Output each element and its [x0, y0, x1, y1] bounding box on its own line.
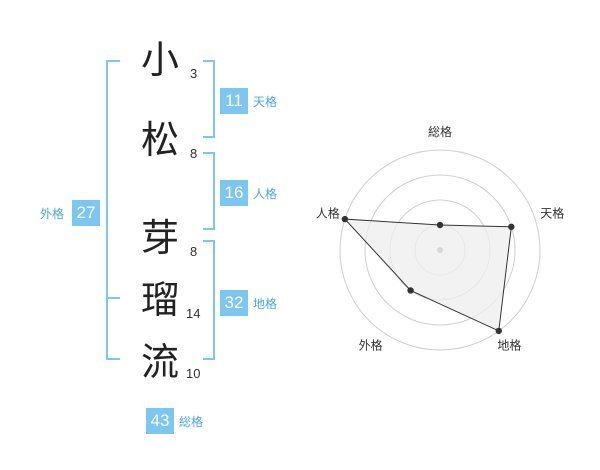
gaikaku-bracket-mid: [106, 297, 120, 299]
radar-label: 人格: [316, 206, 340, 221]
tenkaku-bracket-top: [203, 60, 215, 62]
radar-ring: [364, 174, 516, 326]
stroke-count: 10: [186, 366, 201, 381]
radar-label: 地格: [497, 337, 521, 352]
radar-point: [495, 327, 502, 335]
gaikaku-value: 27: [72, 200, 100, 226]
radar-point: [341, 215, 349, 223]
stroke-count: 8: [190, 146, 198, 161]
jinkaku-label: 人格: [253, 187, 278, 201]
name-char: 流: [140, 340, 179, 384]
radar-points: [341, 215, 515, 335]
radar-ring: [339, 149, 541, 351]
radar-label: 天格: [540, 206, 564, 221]
radar-point: [508, 223, 515, 231]
name-char: 松: [140, 118, 179, 162]
jinkaku-value: 16: [220, 180, 248, 206]
radar-point: [436, 221, 444, 229]
chikaku-value: 32: [220, 290, 248, 316]
jinkaku-bracket: [213, 152, 215, 230]
jinkaku-bracket-bottom: [203, 228, 215, 230]
radar-label: 総格: [428, 124, 452, 139]
soukaku-label: 総格: [179, 415, 204, 429]
stroke-count: 14: [186, 306, 201, 321]
stroke-count: 8: [190, 244, 198, 259]
chikaku-bracket-bottom: [203, 358, 215, 360]
name-char: 小: [140, 38, 179, 82]
gaikaku-bracket-bottom: [106, 358, 120, 360]
chikaku-bracket-top: [203, 240, 215, 242]
stroke-count: 3: [190, 66, 198, 81]
name-char: 芽: [140, 216, 179, 260]
chikaku-label: 地格: [253, 297, 278, 311]
radar-polygon: [343, 218, 512, 332]
gaikaku-bracket: [106, 60, 108, 360]
tenkaku-bracket: [213, 60, 215, 138]
chikaku-bracket: [213, 240, 215, 360]
radar-center: [437, 247, 443, 253]
name-char: 瑠: [140, 278, 179, 322]
gaikaku-bracket-top: [106, 60, 120, 62]
tenkaku-bracket-bottom: [203, 136, 215, 138]
gaikaku-label: 外格: [40, 207, 65, 221]
tenkaku-value: 11: [220, 88, 248, 114]
jinkaku-bracket-top: [203, 152, 215, 154]
soukaku-value: 43: [146, 408, 174, 434]
radar-label: 外格: [359, 337, 383, 352]
radar-point: [407, 287, 414, 294]
tenkaku-label: 天格: [253, 95, 278, 109]
